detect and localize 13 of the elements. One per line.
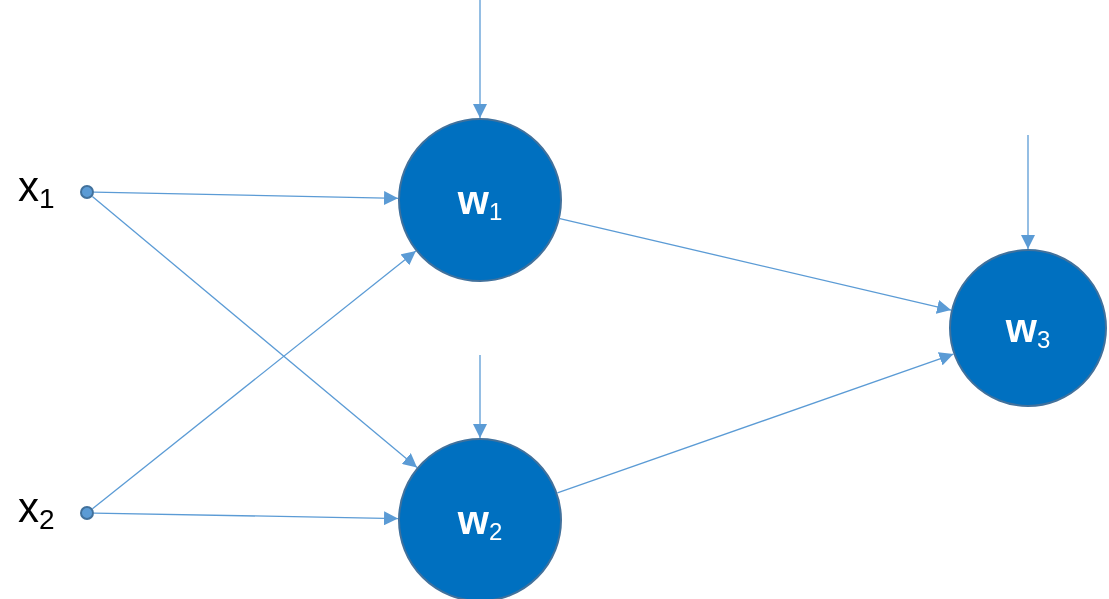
arrow [93,511,399,526]
arrow [1021,134,1035,250]
arrow [473,0,487,119]
arrow [91,195,418,469]
arrow [556,352,955,494]
neuron-label: w$_{3}$ [1005,308,1051,348]
neuron-label: w$_{1}$ [457,180,503,220]
neuron-label: w$_{2}$ [457,500,503,540]
input-label: x$_{2}$ [18,487,55,529]
input-label: x$_{1}$ [18,166,55,208]
arrow [91,250,417,510]
arrow [93,191,399,206]
arrow [473,354,487,439]
